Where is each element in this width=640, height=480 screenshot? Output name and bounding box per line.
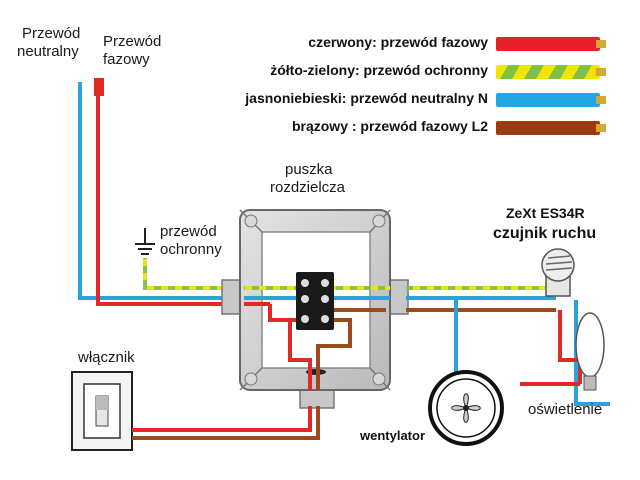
phase-wire-end — [94, 78, 104, 96]
label-phase-wire-line1: Przewód — [103, 33, 161, 50]
label-junction-box-line1: puszka — [285, 161, 333, 178]
label-fan: wentylator — [359, 428, 425, 443]
legend-swatch-brown — [496, 121, 600, 135]
legend-swatch-tip — [596, 40, 606, 48]
legend-text-neutral: jasnoniebieski: przewód neutralny N — [244, 90, 488, 106]
label-sensor-model: ZeXt ES34R — [506, 205, 585, 221]
legend-swatch-neutral — [496, 93, 600, 107]
motion-sensor-icon — [541, 248, 575, 297]
legend-swatch-protective-stripes — [500, 65, 592, 79]
legend-swatch-tip — [596, 124, 606, 132]
legend-swatch-phase — [496, 37, 600, 51]
label-protective-line1: przewód — [160, 223, 217, 240]
legend-text-brown: brązowy : przewód fazowy L2 — [292, 118, 488, 134]
label-junction-box-line2: rozdzielcza — [270, 179, 346, 196]
protective-wire-in — [143, 286, 228, 290]
legend-swatch-tip — [596, 96, 606, 104]
fan-icon — [428, 370, 504, 446]
label-neutral-wire-line1: Przewód — [22, 25, 80, 42]
phase-wire-in — [96, 80, 226, 306]
label-neutral-wire-line2: neutralny — [17, 43, 79, 60]
legend-text-phase: czerwony: przewód fazowy — [308, 34, 488, 50]
legend-swatch-tip — [596, 68, 606, 76]
light-bulb-icon — [575, 312, 605, 391]
light-switch[interactable] — [71, 371, 133, 451]
label-protective-line2: ochronny — [160, 241, 222, 258]
legend-text-protective: żółto-zielony: przewód ochronny — [270, 62, 488, 78]
terminal-block — [296, 272, 334, 330]
protective-wire-vertical — [143, 258, 147, 288]
incoming-wires — [78, 78, 228, 306]
label-sensor-name: czujnik ruchu — [493, 225, 596, 242]
ground-icon — [135, 228, 155, 255]
protective-wire-out — [406, 286, 546, 290]
label-phase-wire-line2: fazowy — [103, 51, 150, 68]
neutral-wire-in — [78, 82, 226, 300]
legend: czerwony: przewód fazowy żółto-zielony: … — [244, 34, 606, 135]
label-switch: włącznik — [77, 349, 135, 366]
switch-wires — [132, 406, 320, 440]
label-lighting: oświetlenie — [528, 401, 602, 418]
